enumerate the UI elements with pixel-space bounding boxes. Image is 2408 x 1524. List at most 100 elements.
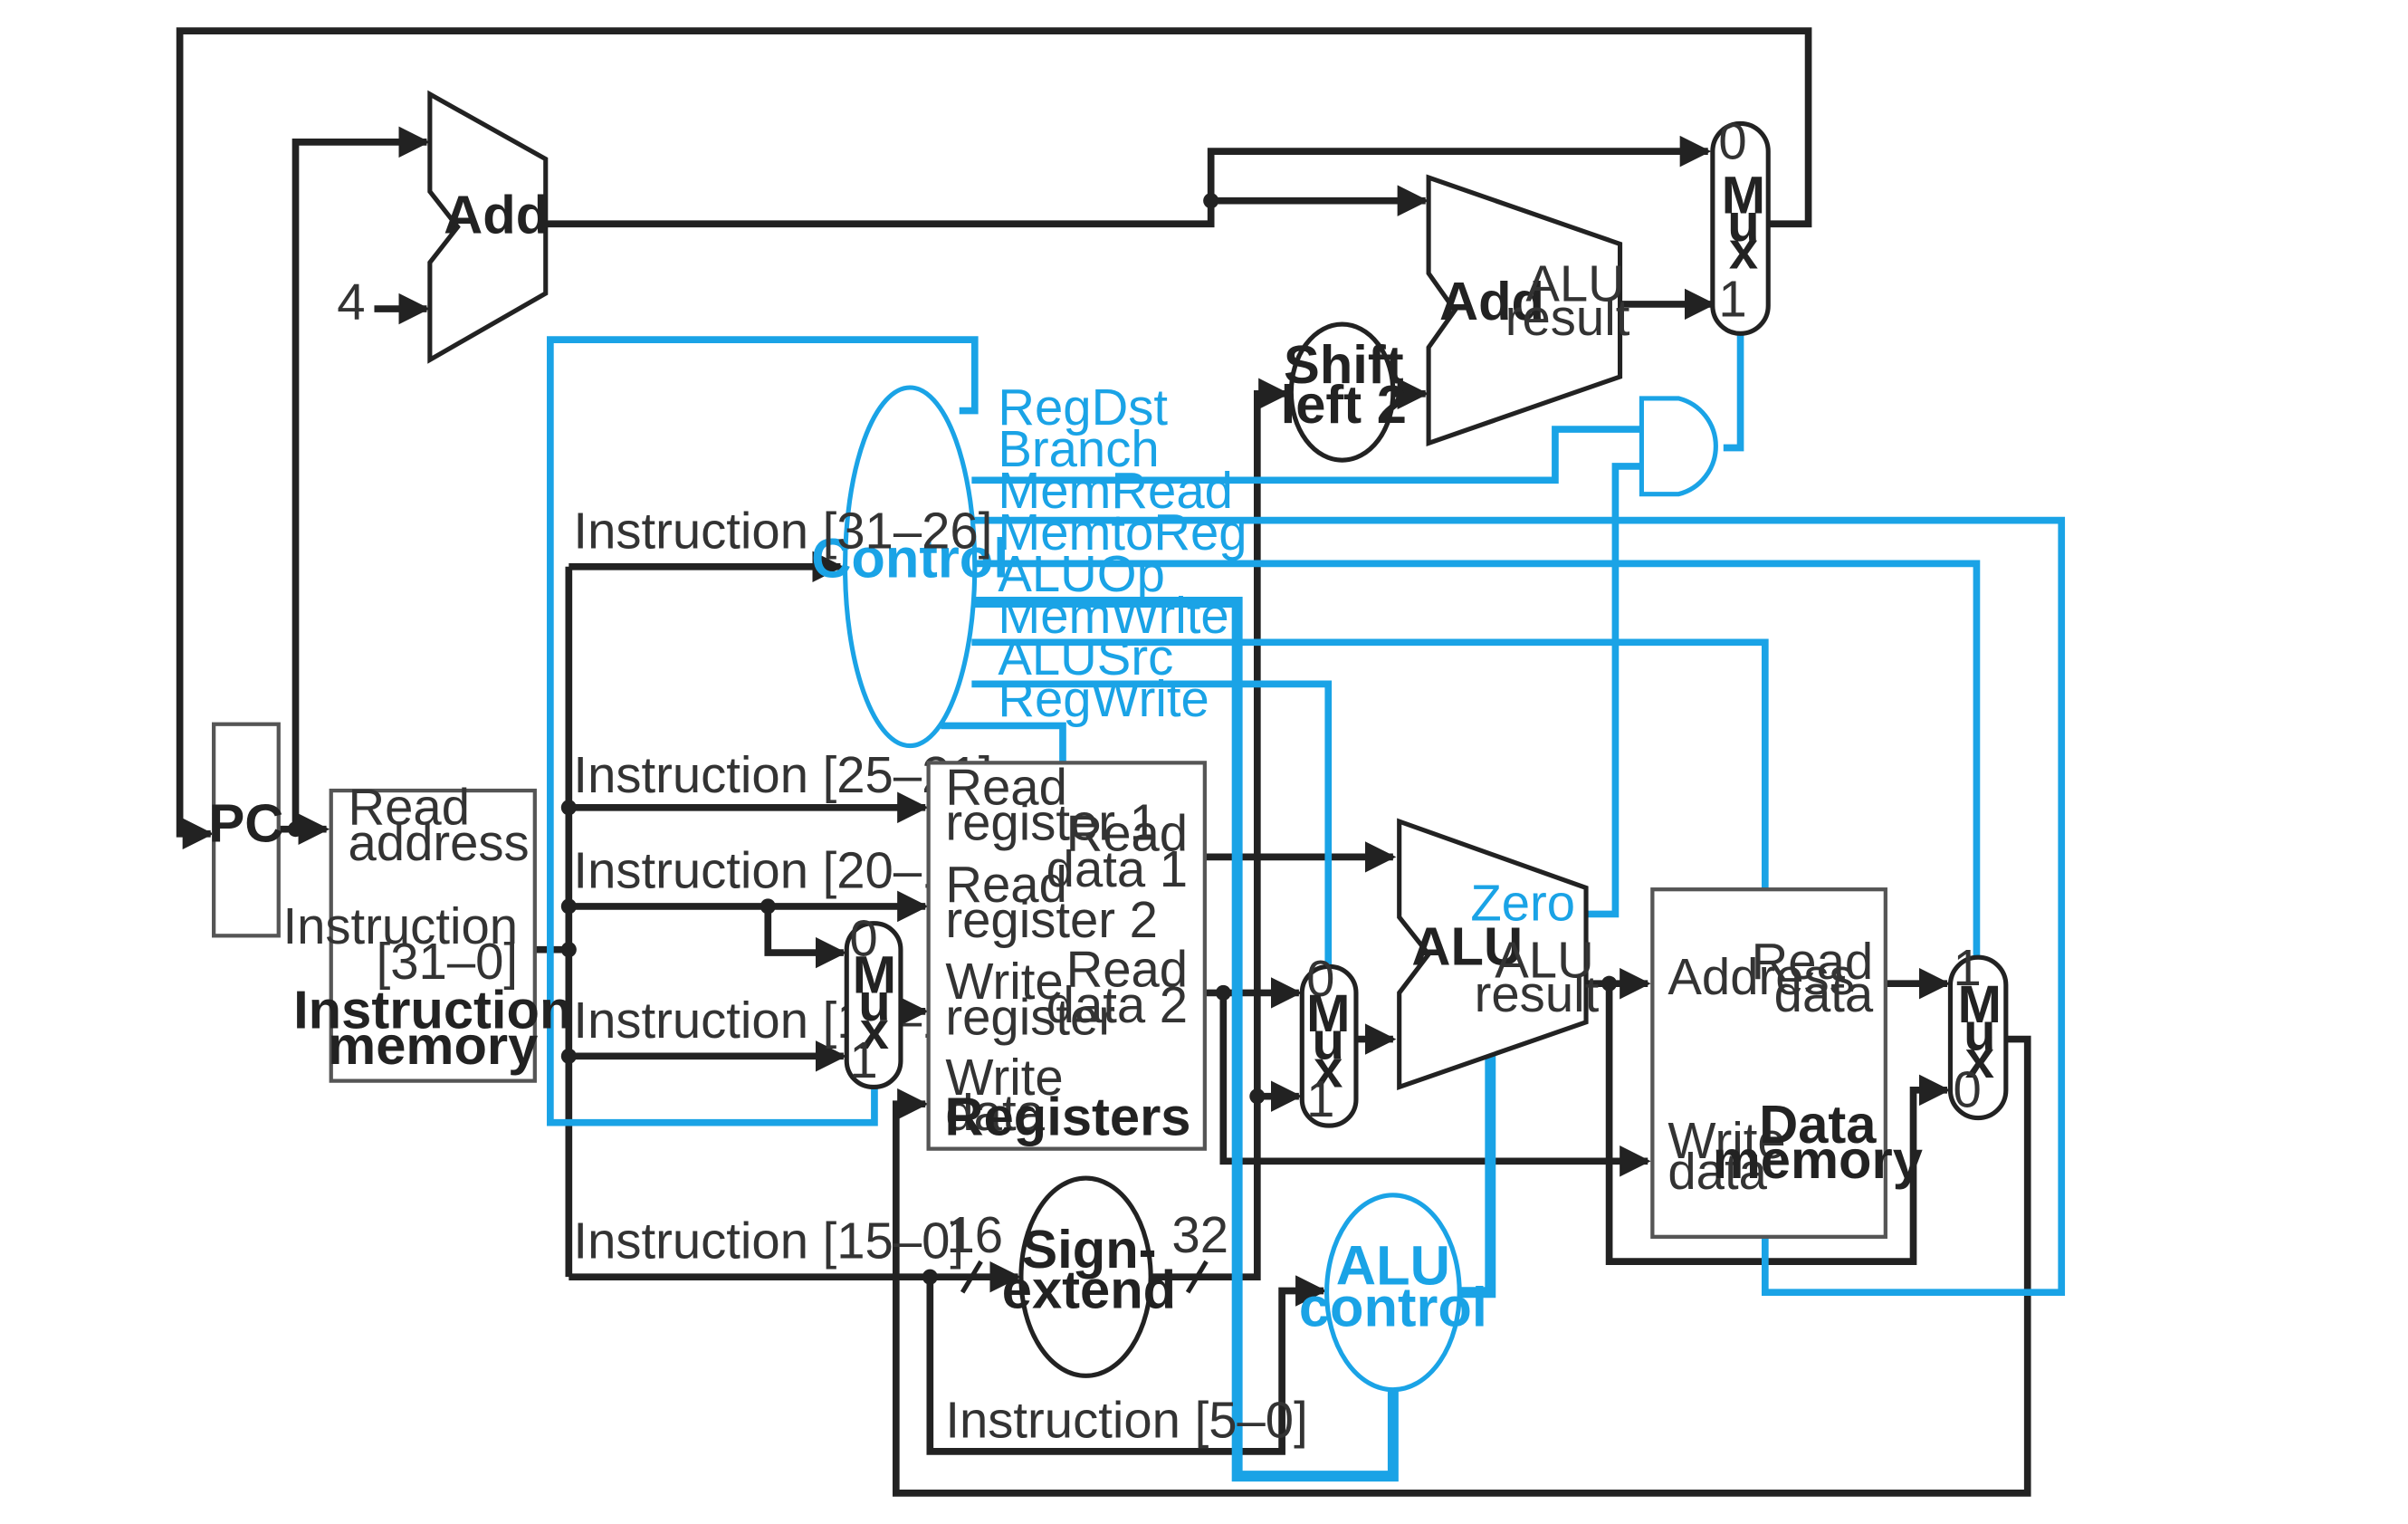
imem-instruction-2: [31–0]	[377, 933, 518, 990]
imem-instruction-1: Instruction	[282, 897, 518, 954]
signal-memread: MemRead	[998, 462, 1233, 519]
constant-four: 4	[337, 273, 365, 331]
alusrc-mux-input-0: 0	[1306, 950, 1334, 1007]
memtoreg-mux-u: u	[1964, 1004, 1995, 1062]
regdst-mux-input-1: 1	[849, 1031, 877, 1088]
branch-adder-result-1: ALU	[1525, 255, 1624, 312]
dmem-title-2: memory	[1713, 1129, 1923, 1190]
pc-adder: Add	[427, 90, 549, 364]
wire-sign-extend-out	[1151, 378, 1290, 1281]
regdst-mux-u: u	[858, 974, 890, 1032]
alu-control-label-1: ALU	[1336, 1235, 1450, 1298]
branch-and-gate	[1639, 396, 1718, 497]
wire-alusrc	[971, 680, 1333, 967]
memtoreg-mux-x: x	[1965, 1031, 1994, 1089]
shift-left-2: Shift left 2	[1281, 321, 1407, 463]
alusrc-mux-x: x	[1314, 1040, 1343, 1098]
pc-mux-m: M	[1722, 167, 1765, 225]
datapath-wires	[176, 27, 2031, 1497]
pc-register: PC	[208, 722, 283, 938]
alu-result-1: ALU	[1495, 931, 1593, 988]
reg-read-data-2-a: Read	[1066, 941, 1189, 998]
imem-read-address-2: address	[348, 814, 529, 871]
alu-zero-label: Zero	[1470, 874, 1575, 931]
imem-title-2: memory	[328, 1015, 538, 1076]
regdst-mux-m: M	[853, 946, 896, 1004]
field-20-16: Instruction [20–16]	[573, 841, 992, 898]
memtoreg-mux-m: M	[1958, 976, 2002, 1034]
bus-width-out: 32	[1171, 1206, 1228, 1263]
imem-read-address-1: Read	[348, 779, 470, 836]
signal-regwrite: RegWrite	[998, 670, 1209, 727]
registers-title: Registers	[945, 1086, 1191, 1146]
alusrc-mux-m: M	[1306, 985, 1350, 1043]
wire-regdst	[547, 336, 979, 1126]
signal-regdst: RegDst	[998, 379, 1168, 436]
wire-regwrite	[941, 722, 1066, 763]
reg-write-register-b: register	[945, 988, 1115, 1045]
branch-adder: Add ALU result	[1426, 174, 1630, 446]
shift-left-label-1: Shift	[1284, 334, 1404, 395]
field-15-0: Instruction [15–0]	[573, 1212, 964, 1270]
register-file: Read register 1 Read register 2 Write re…	[926, 758, 1207, 1151]
wire-read-data-2-to-memory	[1219, 992, 1651, 1177]
wire-alu-control-out	[1459, 1052, 1496, 1299]
field-31-26: Instruction [31–26]	[573, 502, 992, 559]
pc-adder-label: Add	[444, 184, 549, 244]
dmem-address: Address	[1667, 948, 1854, 1005]
control-wires	[547, 333, 2066, 1482]
branch-adder-label: Add	[1439, 271, 1544, 331]
control-label: Control	[811, 528, 1008, 590]
dmem-read-data-1: Read	[1752, 933, 1874, 990]
wire-aluop	[971, 597, 1399, 1482]
pc-mux-input-0: 0	[1718, 113, 1746, 170]
reg-read-register-2-a: Read	[945, 856, 1067, 913]
reg-read-register-1-a: Read	[945, 758, 1067, 815]
dmem-write-data-1: Write	[1667, 1112, 1785, 1169]
memtoreg-mux: 1 M u x 0	[1947, 939, 2009, 1121]
wire-pc-mux-to-pc	[176, 27, 1812, 850]
reg-write-data-a: Write	[945, 1049, 1063, 1106]
sign-extend-label-2: extend	[1002, 1259, 1176, 1319]
field-15-11: Instruction [15–11]	[573, 992, 989, 1049]
shift-left-label-2: left 2	[1281, 374, 1407, 435]
wire-zero	[1586, 463, 1642, 918]
imem-title-1: Instruction	[293, 980, 572, 1040]
field-5-0: Instruction [5–0]	[945, 1392, 1307, 1449]
wire-alu-result-bypass	[1605, 983, 1951, 1265]
memtoreg-mux-input-1: 1	[1954, 939, 1982, 996]
wire-write-back	[892, 1035, 2031, 1497]
regdst-mux: 0 M u x 1	[844, 909, 903, 1089]
wire-and-to-mux	[1723, 333, 1744, 452]
pc-mux-x: x	[1729, 223, 1758, 281]
wire-junctions	[287, 193, 1618, 1285]
signal-memtoreg: MemtoReg	[998, 503, 1247, 561]
signal-alusrc: ALUSrc	[998, 628, 1173, 685]
alu-label: ALU	[1411, 916, 1523, 977]
reg-read-data-2-b: data 2	[1046, 976, 1188, 1033]
alu-result-2: result	[1475, 965, 1600, 1022]
wire-memtoreg	[971, 560, 1981, 958]
alusrc-mux-input-1: 1	[1306, 1070, 1334, 1127]
sign-extend: Sign- extend	[1002, 1175, 1176, 1378]
pc-mux: 0 M u x 1	[1710, 113, 1771, 336]
reg-read-register-1-b: register 1	[945, 794, 1158, 851]
wire-branch	[971, 426, 1642, 484]
reg-read-data-1-b: data 1	[1046, 840, 1188, 897]
wire-field-20-16-to-mux	[764, 906, 847, 969]
branch-adder-result-2: result	[1505, 289, 1630, 346]
instruction-memory: Read address Instruction [31–0] Instruct…	[282, 779, 572, 1083]
wire-pc-plus-4	[545, 135, 1712, 228]
pc-mux-u: u	[1727, 195, 1759, 253]
pc-label: PC	[208, 792, 283, 853]
sign-extend-label-1: Sign-	[1021, 1219, 1156, 1280]
wire-pc-to-add	[291, 126, 430, 829]
wire-memwrite	[971, 638, 1769, 890]
alu-control-label-2: control	[1299, 1277, 1487, 1339]
wire-field-5-0	[926, 1275, 1327, 1455]
instruction-field-labels: Instruction [31–26] Instruction [25–21] …	[573, 502, 1307, 1448]
reg-read-data-1-a: Read	[1066, 805, 1189, 862]
signal-aluop: ALUOp	[998, 545, 1165, 602]
alu-control: ALU control	[1299, 1193, 1487, 1393]
